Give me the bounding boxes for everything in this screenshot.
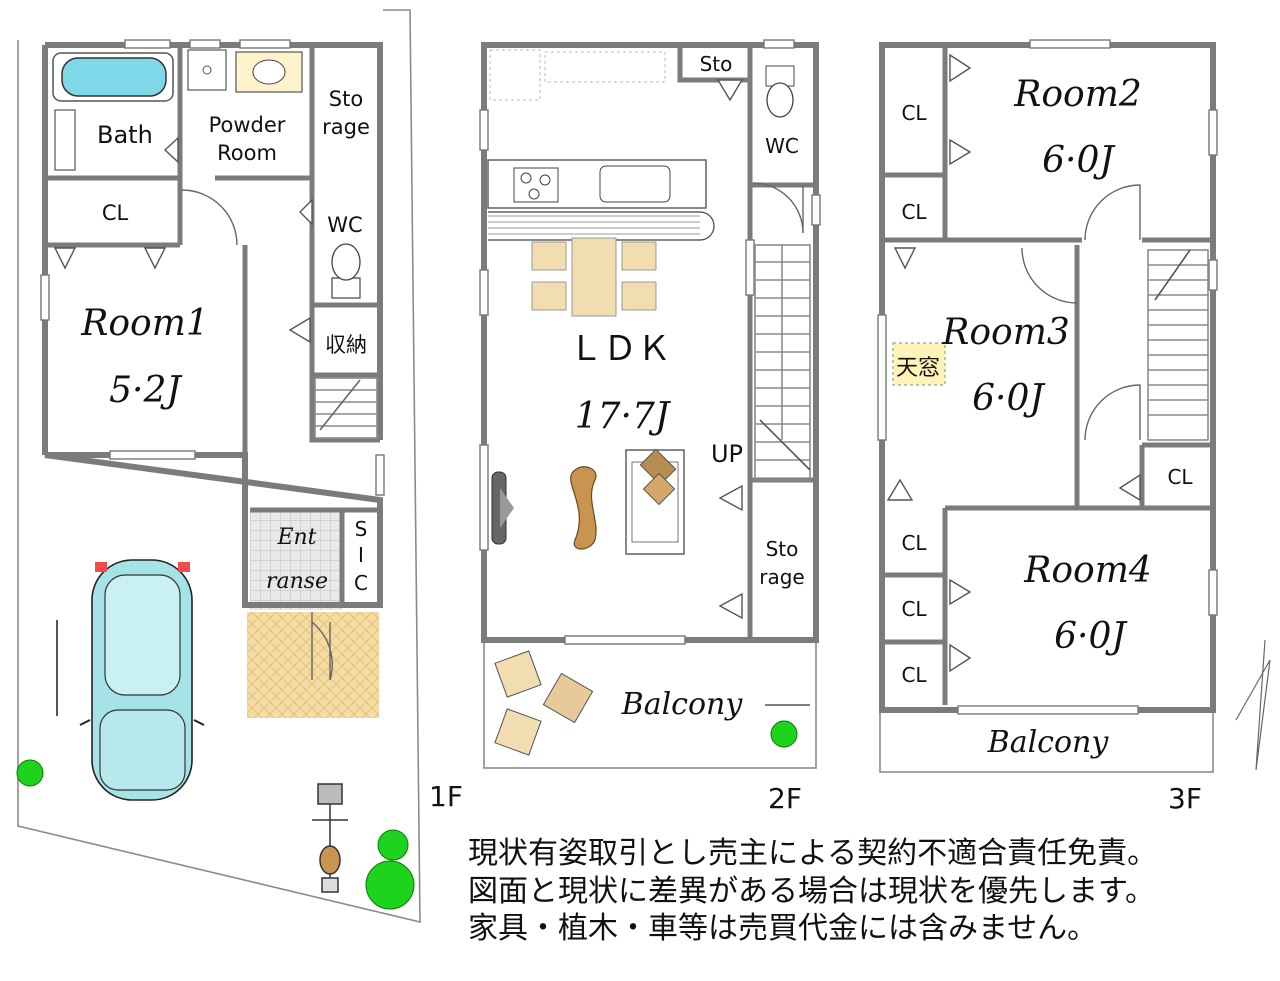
- floor-1f: [16, 9, 421, 924]
- closet-label: CL: [102, 201, 129, 225]
- plant-icon: [16, 759, 44, 787]
- closet-3f-e: CL: [901, 597, 927, 621]
- floor-2f-label: 2F: [768, 782, 802, 815]
- skylight: [892, 342, 946, 386]
- north-arrow-icon: [1235, 639, 1271, 771]
- bicycle: [312, 783, 348, 893]
- room4-size: 6·0J: [1054, 616, 1128, 657]
- storage-2f-label: Sto: [766, 537, 799, 561]
- entrance-floor: [250, 510, 342, 610]
- labels: Bath Powder Room Sto rage CL WC Room1 5·…: [80, 52, 1202, 815]
- floor-3f: [877, 39, 1271, 773]
- plant-icon: [377, 829, 409, 861]
- ldk-size: 17·7J: [575, 396, 672, 437]
- floor-2f: [479, 39, 821, 769]
- storage-shuno-label: 収納: [325, 333, 367, 357]
- toilet-1f: [331, 243, 361, 281]
- balcony-2f-label: Balcony: [621, 687, 744, 722]
- storage-label-2: rage: [322, 115, 370, 139]
- storage-label: Sto: [329, 87, 363, 111]
- entrance-label: Ent: [276, 525, 316, 550]
- powder-room-label-2: Room: [217, 141, 277, 165]
- disclaimer-note-1: 現状有姿取引とし売主による契約不適合責任免責。: [468, 836, 1158, 871]
- wc-2f-label: WC: [765, 134, 799, 158]
- dining-table: [571, 237, 617, 317]
- room1-size: 5·2J: [109, 370, 183, 411]
- skylight-label: 天窓: [896, 356, 940, 381]
- powder-room-label: Powder: [209, 113, 286, 137]
- site-boundary: [17, 9, 421, 924]
- room4-name: Room4: [1023, 550, 1152, 591]
- car: [79, 559, 205, 801]
- disclaimer-note-3: 家具・植木・車等は売買代金には含みません。: [468, 911, 1098, 946]
- ldk-name: ＬＤＫ: [569, 329, 671, 369]
- room2-name: Room2: [1013, 74, 1142, 115]
- floor-1f-label: 1F: [429, 780, 463, 813]
- balcony-3f-label: Balcony: [987, 725, 1110, 760]
- sic-label-c: C: [354, 571, 368, 595]
- bathtub: [61, 57, 167, 97]
- porch: [247, 612, 379, 718]
- plant-icon: [365, 860, 415, 910]
- stairs-up-label: UP: [711, 440, 743, 468]
- room1-name: Room1: [80, 303, 209, 344]
- disclaimer-note-2: 図面と現状に差異がある場合は現状を優先します。: [468, 874, 1155, 909]
- sic-label-i: I: [358, 543, 364, 567]
- vanity-sink: [235, 51, 303, 93]
- floor-3f-label: 3F: [1168, 782, 1202, 815]
- closet-3f-d: CL: [901, 531, 927, 555]
- wc-label: WC: [327, 213, 362, 237]
- coffee-table: [570, 466, 597, 550]
- closet-3f-a: CL: [901, 101, 927, 125]
- closet-3f-b: CL: [901, 200, 927, 224]
- storage-2f-label-2: rage: [759, 565, 804, 589]
- closet-3f-c: CL: [1167, 465, 1193, 489]
- plant-icon: [770, 720, 798, 748]
- room3-name: Room3: [941, 312, 1070, 353]
- sic-label-s: S: [355, 517, 368, 541]
- bath-label: Bath: [97, 121, 153, 149]
- room2-size: 6·0J: [1042, 140, 1116, 181]
- sto-label: Sto: [700, 52, 733, 76]
- room3-size: 6·0J: [972, 378, 1046, 419]
- closet-3f-f: CL: [901, 663, 927, 687]
- toilet-2f: [766, 82, 794, 118]
- entrance-label-2: ranse: [266, 569, 328, 594]
